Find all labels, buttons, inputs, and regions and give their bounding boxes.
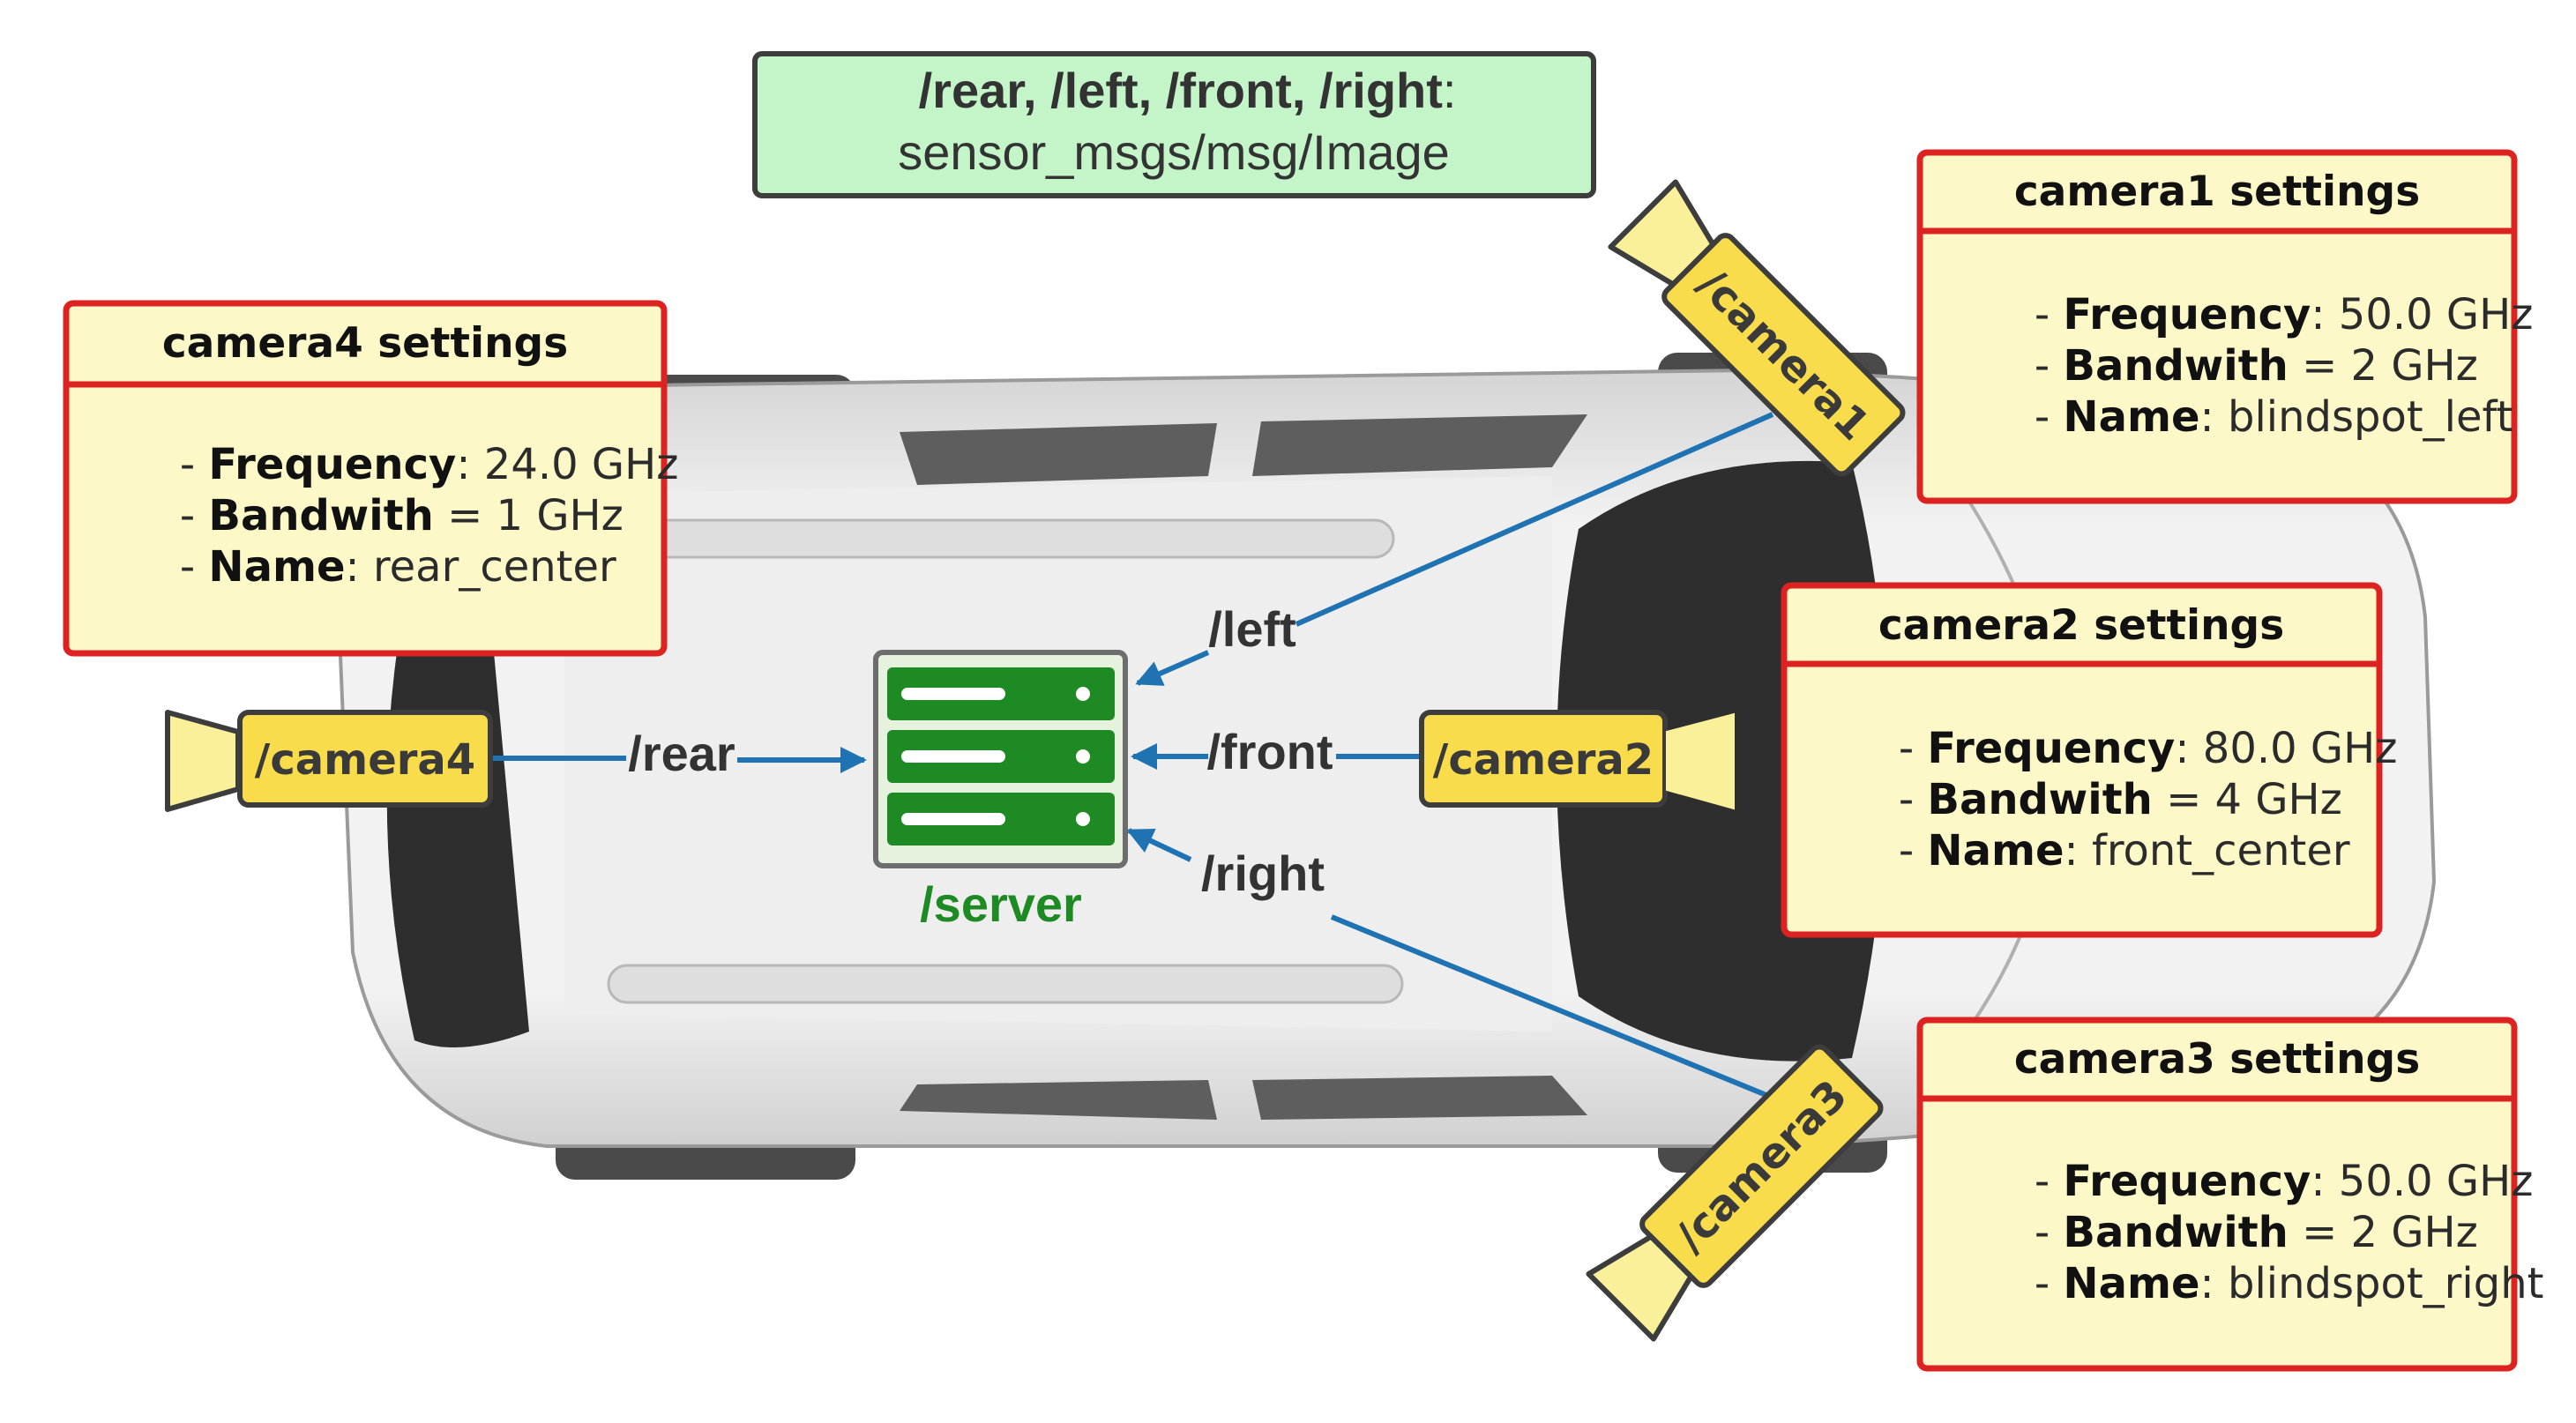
camera3-bandwidth: - Bandwith = 2 GHz xyxy=(1940,1208,2545,1257)
camera4-name: - Name: rear_center xyxy=(86,542,683,592)
message-type: sensor_msgs/msg/Image xyxy=(898,124,1450,180)
message-topics: /rear, /left, /front, /right: xyxy=(823,63,1526,118)
camera4-node[interactable]: /camera4 xyxy=(165,710,493,812)
camera2-node[interactable]: /camera2 xyxy=(1419,710,1735,810)
camera1-settings-box: camera1 settings - Frequency: 50.0 GHz -… xyxy=(1916,149,2576,504)
camera1-name: - Name: blindspot_left xyxy=(1940,392,2576,442)
camera4-bandwidth: - Bandwith = 1 GHz xyxy=(86,491,691,540)
camera4-settings-box: camera4 settings - Frequency: 24.0 GHz -… xyxy=(63,300,746,657)
camera4-label: /camera4 xyxy=(255,735,475,785)
camera2-bandwidth: - Bandwith = 4 GHz xyxy=(1804,775,2409,824)
right-arrow xyxy=(1126,828,1192,862)
topic-arrows xyxy=(492,412,1774,1100)
server-rack-icon xyxy=(873,650,1128,868)
camera2-name: - Name: front_center xyxy=(1804,826,2417,875)
camera3-node[interactable]: /camera3 xyxy=(1586,1043,1884,1342)
video-camera-icon xyxy=(165,710,241,812)
topic-rear: /rear xyxy=(628,726,735,781)
camera2-label: /camera2 xyxy=(1433,735,1654,785)
message-type-box: /rear, /left, /front, /right: sensor_msg… xyxy=(752,51,1596,198)
camera2-settings-title: camera2 settings xyxy=(1878,601,2284,650)
camera3-settings-title: camera3 settings xyxy=(2014,1035,2420,1084)
left-line xyxy=(1295,412,1774,627)
video-camera-icon xyxy=(1666,712,1735,810)
camera3-frequency: - Frequency: 50.0 GHz xyxy=(1940,1157,2576,1206)
message-topic-list: /rear, /left, /front, /right xyxy=(919,63,1443,118)
camera1-bandwidth: - Bandwith = 2 GHz xyxy=(1940,341,2545,391)
topic-left: /left xyxy=(1208,601,1296,657)
left-arrow xyxy=(1135,650,1210,686)
topic-labels: /rear /front /left /right xyxy=(628,601,1333,901)
right-line xyxy=(1330,914,1774,1100)
camera3-settings-box: camera3 settings - Frequency: 50.0 GHz -… xyxy=(1916,1017,2576,1372)
server-label: /server xyxy=(920,876,1082,932)
topic-right: /right xyxy=(1201,846,1325,901)
camera2-settings-box: camera2 settings - Frequency: 80.0 GHz -… xyxy=(1781,582,2465,938)
camera2-frequency: - Frequency: 80.0 GHz xyxy=(1804,724,2465,773)
message-colon: : xyxy=(1443,63,1457,118)
server-node[interactable]: /server xyxy=(873,650,1128,932)
camera3-name: - Name: blindspot_right xyxy=(1940,1259,2576,1308)
camera4-frequency: - Frequency: 24.0 GHz xyxy=(86,440,746,489)
camera1-settings-title: camera1 settings xyxy=(2014,168,2420,216)
camera4-settings-title: camera4 settings xyxy=(162,319,568,368)
topic-front: /front xyxy=(1206,724,1333,779)
camera1-frequency: - Frequency: 50.0 GHz xyxy=(1940,290,2576,339)
